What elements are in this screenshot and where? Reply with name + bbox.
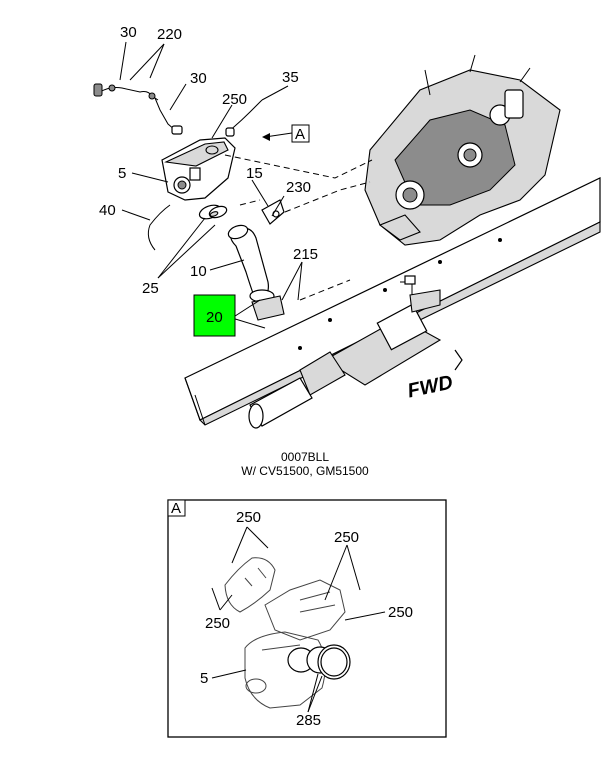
- callout-220: 220: [157, 26, 182, 43]
- detail-frame: [167, 499, 447, 738]
- sensor-harness: [93, 83, 183, 135]
- harness-40: [147, 204, 171, 251]
- muffler: [248, 275, 442, 429]
- callout-40: 40: [99, 202, 116, 219]
- aftertreatment-housing: [161, 137, 236, 201]
- callout-15: 15: [246, 165, 263, 182]
- reference-lines: [224, 154, 373, 301]
- detail-tag: A: [171, 500, 181, 517]
- callout-view-a: A: [295, 126, 305, 143]
- detail-tag-box: [167, 499, 186, 517]
- detail-callout-285: 285: [296, 712, 321, 729]
- detail-leaders: [211, 526, 386, 713]
- callout-25: 25: [142, 280, 159, 297]
- sensor-line-35: [225, 99, 263, 137]
- callout-20: 20: [206, 309, 223, 326]
- callout-215: 215: [293, 246, 318, 263]
- detail-callout-250-right: 250: [388, 604, 413, 621]
- callout-250: 250: [222, 91, 247, 108]
- fwd-indicator: FWD: [406, 349, 463, 403]
- engine: [364, 54, 561, 246]
- callout-10: 10: [190, 263, 207, 280]
- callout-30-top: 30: [120, 24, 137, 41]
- main-view: FWD: [93, 24, 601, 429]
- bracket: [261, 199, 285, 225]
- view-a-tag-box: [291, 124, 310, 143]
- detail-callout-250-left: 250: [205, 615, 230, 632]
- callout-5: 5: [118, 165, 126, 182]
- detail-callout-250-right-top: 250: [334, 529, 359, 546]
- callout-230: 230: [286, 179, 311, 196]
- detail-view-a: A: [167, 499, 447, 738]
- detail-callout-250-top: 250: [236, 509, 261, 526]
- fwd-label: FWD: [406, 372, 455, 403]
- detail-callout-5: 5: [200, 670, 208, 687]
- exhaust-pipe: [227, 224, 285, 321]
- figure-applicability: W/ CV51500, GM51500: [241, 464, 369, 478]
- heat-shields: [224, 557, 346, 641]
- leader-lines: [119, 41, 303, 329]
- highlight-callout-20[interactable]: [193, 294, 236, 337]
- callout-30-mid: 30: [190, 70, 207, 87]
- detail-clamps: [287, 644, 351, 680]
- callout-35: 35: [282, 69, 299, 86]
- figure-code: 0007BLL: [281, 450, 329, 464]
- clamps: [198, 204, 228, 220]
